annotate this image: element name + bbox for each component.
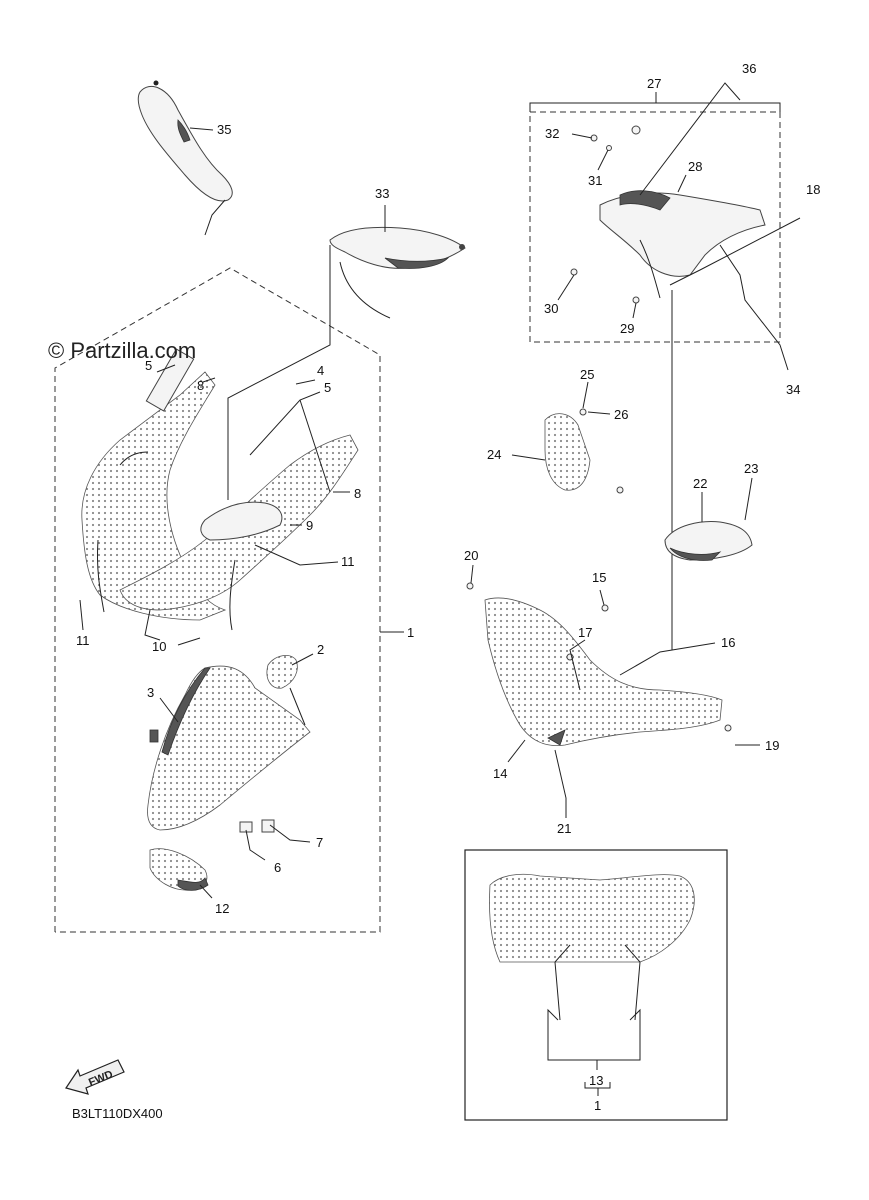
- leader-36: [639, 82, 741, 196]
- part-24-bracket: [544, 408, 591, 491]
- callout-4: 4: [317, 363, 324, 378]
- leader-10: [177, 637, 201, 646]
- part-9-cowl: [119, 434, 359, 641]
- callout-15: 15: [592, 570, 606, 585]
- leader-7: [269, 824, 311, 843]
- leader-12: [199, 884, 213, 899]
- callout-18: 18: [806, 182, 820, 197]
- callout-5-left: 5: [145, 358, 152, 373]
- leader-21: [554, 749, 567, 818]
- leader-32: [571, 133, 593, 139]
- leader-16: [619, 642, 716, 676]
- part-7: [261, 819, 275, 833]
- leader-14: [507, 739, 526, 763]
- leader-27: [529, 102, 781, 112]
- assembly-1-outline: [54, 267, 381, 933]
- leader-26: [587, 411, 611, 415]
- part-13-detail: [489, 873, 695, 1021]
- callout-1: 1: [407, 625, 414, 640]
- leader-24: [511, 454, 546, 461]
- leader-31: [597, 149, 609, 171]
- callout-27: 27: [647, 76, 661, 91]
- callout-3: 3: [147, 685, 154, 700]
- callout-1-detail: 1: [594, 1098, 601, 1113]
- callout-20: 20: [464, 548, 478, 563]
- part-2-bracket: [266, 655, 298, 689]
- callout-35: 35: [217, 122, 231, 137]
- callout-34: 34: [786, 382, 800, 397]
- part-35-mirror: [137, 80, 233, 236]
- leader-11b: [254, 544, 339, 566]
- callout-30: 30: [544, 301, 558, 316]
- callout-11-left: 11: [76, 633, 90, 648]
- callout-13: 13: [589, 1073, 603, 1088]
- fwd-arrow-icon: FWD: [65, 1059, 125, 1095]
- callout-28: 28: [688, 159, 702, 174]
- callout-11-right: 11: [341, 554, 355, 569]
- leader-5b: [249, 391, 321, 456]
- leader-30: [557, 274, 575, 301]
- callout-31: 31: [588, 173, 602, 188]
- callout-9: 9: [306, 518, 313, 533]
- part-22-cover: [616, 486, 753, 561]
- callout-22: 22: [693, 476, 707, 491]
- part-14-stay: [466, 582, 732, 747]
- callout-6: 6: [274, 860, 281, 875]
- leader-15: [599, 589, 605, 606]
- leader-25: [582, 381, 589, 409]
- callout-16: 16: [721, 635, 735, 650]
- leader-35: [189, 127, 214, 131]
- callout-2: 2: [317, 642, 324, 657]
- callout-26: 26: [614, 407, 628, 422]
- callout-12: 12: [215, 901, 229, 916]
- leader-33-down: [227, 245, 331, 500]
- part-3-windscreen: [147, 665, 311, 831]
- callout-32: 32: [545, 126, 559, 141]
- callout-36: 36: [742, 61, 756, 76]
- leader-3: [159, 697, 179, 723]
- callout-8-right: 8: [354, 486, 361, 501]
- leader-18: [669, 217, 801, 286]
- watermark: © Partzilla.com: [48, 338, 196, 363]
- callout-19: 19: [765, 738, 779, 753]
- leader-2b: [289, 687, 306, 726]
- callout-23: 23: [744, 461, 758, 476]
- part-33-cover: [329, 226, 466, 319]
- leader-5b-2: [299, 399, 331, 493]
- leader-20: [470, 564, 474, 584]
- leader-34: [719, 244, 789, 371]
- callout-8-left: 8: [197, 378, 204, 393]
- callout-17: 17: [578, 625, 592, 640]
- part-11-side-panel: [81, 348, 227, 621]
- callout-29: 29: [620, 321, 634, 336]
- callout-24: 24: [487, 447, 501, 462]
- diagram-code: B3LT110DX400: [72, 1106, 163, 1121]
- leader-5a: [156, 364, 176, 373]
- leader-4: [295, 379, 316, 385]
- callout-14: 14: [493, 766, 507, 781]
- part-28-stay: [570, 125, 766, 304]
- leader-8a: [202, 377, 216, 383]
- leader-11a: [79, 599, 84, 631]
- part-12-lower-cover: [149, 848, 209, 891]
- leader-23: [744, 477, 753, 521]
- assembly-27-outline: [529, 111, 781, 343]
- detail-box-13: [464, 849, 728, 1121]
- callout-25: 25: [580, 367, 594, 382]
- callout-21: 21: [557, 821, 571, 836]
- leader-6: [245, 829, 266, 861]
- leader-2: [291, 653, 314, 666]
- callout-7: 7: [316, 835, 323, 850]
- leader-28: [677, 174, 687, 193]
- leader-17: [569, 639, 586, 691]
- leader-13: [547, 1008, 641, 1061]
- callout-33: 33: [375, 186, 389, 201]
- leader-29: [632, 302, 637, 319]
- callout-5-right: 5: [324, 380, 331, 395]
- callout-10: 10: [152, 639, 166, 654]
